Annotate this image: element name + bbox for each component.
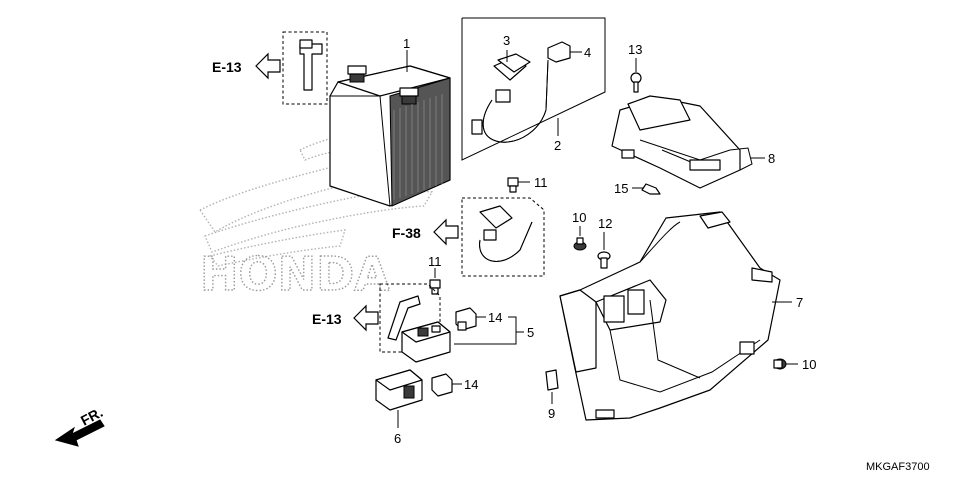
part-label-10-right: 10 [802,357,816,372]
bolt-12-part [597,251,611,269]
section-ref-arrow-icon [433,218,459,246]
section-ref-arrow-icon [255,52,281,80]
section-ref-e13-bottom: E-13 [312,311,342,327]
section-ref-arrow-icon [353,304,379,332]
part-label-5: 5 [527,325,534,340]
battery-strap-part [299,39,323,91]
part-label-8: 8 [768,151,775,166]
part-label-2: 2 [554,138,561,153]
relay-bracket-14-lower-part [431,373,453,397]
relay-cable-part [479,205,533,262]
part-label-11-lower: 11 [428,254,442,269]
part-label-10-left: 10 [572,210,586,225]
battery-cable-part [471,57,549,143]
strap-dashed-box [282,31,328,105]
clip-9-part [545,369,559,391]
terminal-bolt-part [547,41,571,63]
relay-6-part [375,369,423,411]
honda-wordmark-watermark: HONDA [200,247,390,301]
bolt-13-part [630,72,642,93]
part-label-4: 4 [584,45,591,60]
battery-tray-part [611,95,753,189]
terminal-cover-part [497,53,531,73]
relay-bracket-14-upper-part [455,307,477,331]
part-label-6: 6 [394,431,401,446]
part-label-14-lower: 14 [464,377,478,392]
section-ref-f38: F-38 [392,225,421,241]
relay-strap-dashed-box [379,283,441,353]
diagram-code: MKGAF3700 [866,461,930,473]
part-label-3: 3 [503,33,510,48]
starter-relay-part [401,321,451,363]
front-direction-arrow-icon [54,419,105,447]
part-label-13: 13 [628,42,642,57]
part-label-1: 1 [403,36,410,51]
part-label-9: 9 [548,406,555,421]
part-label-15: 15 [614,181,628,196]
section-ref-e13-top: E-13 [212,59,242,75]
cable-assembly-box [461,17,606,161]
bolt-10-left-part [573,237,587,251]
bolt-11-lower-part [429,279,441,295]
part-label-11-top: 11 [534,175,548,190]
relay-cable-dashed-box [461,197,545,277]
battery-case-cover-part [559,211,781,421]
bolt-10-right-part [773,358,787,370]
part-label-7: 7 [796,295,803,310]
bolt-11-top-part [507,177,519,193]
part-label-12: 12 [598,216,612,231]
relay-strap-part [387,295,421,341]
clip-15-part [641,183,661,195]
battery-part [329,65,451,207]
part-label-14-upper: 14 [488,310,502,325]
